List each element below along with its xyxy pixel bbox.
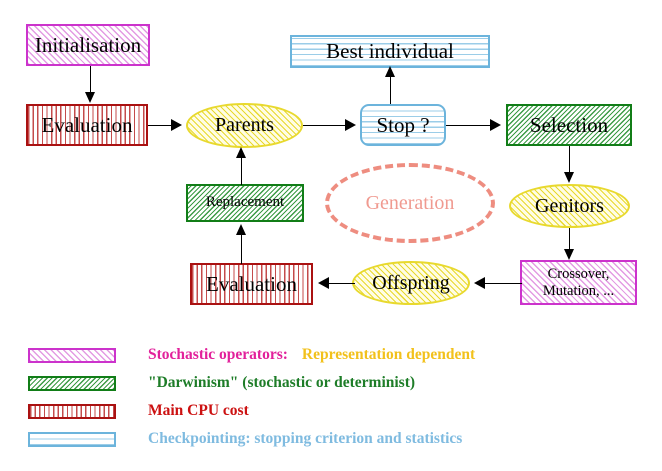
edge-stop-best-individual [390,74,391,104]
node-crossover-mutation-label-line2: Mutation, ... [542,282,615,299]
node-initialisation-label: Initialisation [34,32,142,57]
legend-label-primary-3: Checkpointing: stopping criterion and st… [148,430,463,447]
legend-text-checkpointing: Checkpointing: stopping criterion and st… [148,430,462,448]
node-genitors[interactable]: Genitors [509,184,630,228]
node-parents-label: Parents [215,114,274,136]
legend-label-secondary-0: Representation dependent [301,346,476,363]
legend-row: Stochastic operators: Representation depe… [28,344,475,366]
legend: Stochastic operators: Representation depe… [0,336,662,471]
edge-evaluation-parents-arrowhead [171,119,182,131]
node-selection[interactable]: Selection [506,104,632,146]
node-generation: Generation [325,163,495,243]
node-best-individual[interactable]: Best individual [290,35,490,68]
node-parents[interactable]: Parents [186,103,303,148]
edge-initialisation-evaluation [90,66,91,94]
legend-swatch-main-cpu-cost [28,403,116,419]
edge-stop-selection [446,125,492,126]
legend-swatch-darwinism [28,375,116,391]
edge-replacement-parents-arrowhead [236,147,246,158]
edge-initialisation-evaluation-arrowhead [85,92,95,103]
legend-row: Main CPU cost [28,400,249,422]
edge-offspring-evaluation-arrowhead [318,277,329,289]
node-crossover-mutation[interactable]: Crossover, Mutation, ... [520,260,637,305]
node-genitors-label: Genitors [535,194,604,217]
legend-text-main-cpu-cost: Main CPU cost [148,402,249,420]
edge-offspring-evaluation [329,283,355,284]
edge-selection-genitors-arrowhead [564,172,574,183]
node-replacement-label: Replacement [205,194,285,211]
legend-swatch-checkpointing [28,431,116,447]
legend-label-primary-1: "Darwinism" (stochastic or determinist) [148,374,416,391]
legend-row: "Darwinism" (stochastic or determinist) [28,372,415,394]
edge-genitors-crossover [569,228,570,252]
node-initialisation[interactable]: Initialisation [26,24,150,66]
node-evaluation-bottom-label: Evaluation [206,271,297,296]
edge-evaluation-replacement-arrowhead [236,224,246,235]
edge-replacement-parents [241,155,242,185]
edge-parents-stop-arrowhead [345,119,356,131]
edge-stop-best-individual-arrowhead [385,66,395,77]
edge-selection-genitors [569,146,570,174]
node-evaluation-top-label: Evaluation [41,112,133,137]
legend-swatch-stochastic-operators [28,347,116,363]
legend-label-primary-2: Main CPU cost [148,402,249,419]
edge-evaluation-replacement [241,232,242,264]
edge-crossover-offspring [482,283,522,284]
node-replacement[interactable]: Replacement [186,184,304,222]
edge-parents-stop [303,125,347,126]
node-evaluation-bottom[interactable]: Evaluation [190,263,313,305]
node-offspring[interactable]: Offspring [352,261,470,305]
node-best-individual-label: Best individual [326,39,454,64]
node-stop[interactable]: Stop ? [360,104,446,146]
legend-text-stochastic-operators: Stochastic operators: Representation depe… [148,346,475,364]
legend-text-darwinism: "Darwinism" (stochastic or determinist) [148,374,415,392]
edge-crossover-offspring-arrowhead [474,277,485,289]
edge-stop-selection-arrowhead [490,119,501,131]
edge-genitors-crossover-arrowhead [564,249,574,260]
node-generation-label: Generation [365,191,455,214]
node-offspring-label: Offspring [372,271,450,294]
edge-evaluation-parents [148,125,174,126]
node-evaluation-top[interactable]: Evaluation [26,104,148,146]
legend-row: Checkpointing: stopping criterion and st… [28,428,462,450]
node-selection-label: Selection [529,112,609,137]
legend-label-primary-0: Stochastic operators: [148,346,288,363]
node-stop-label: Stop ? [376,112,430,137]
node-crossover-mutation-label-line1: Crossover, [547,266,610,283]
